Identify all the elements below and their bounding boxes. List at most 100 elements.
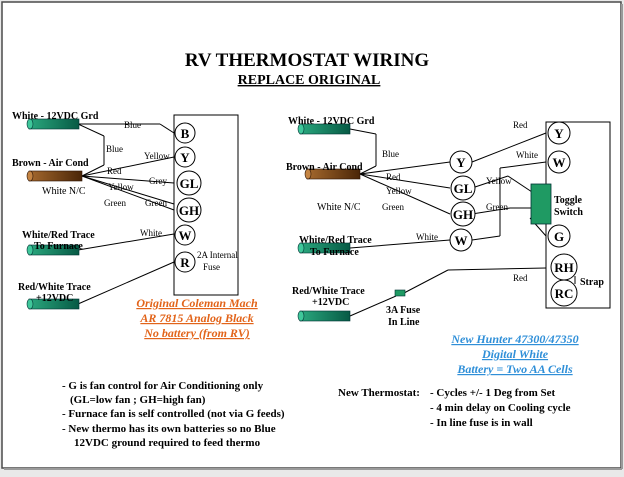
left-wire-white-grd-branch	[77, 123, 105, 137]
terminal-circle	[547, 121, 571, 145]
wire-label: White	[140, 228, 162, 238]
terminal-label: GL	[454, 181, 473, 196]
note-line: - Furnace fan is self controlled (not vi…	[62, 408, 285, 420]
left-source-whitered-1: White/Red Trace	[22, 230, 95, 241]
right-wire-white-to-w	[349, 239, 451, 249]
right-wire-ends	[297, 123, 552, 322]
right-source-whitered-2: To Furnace	[310, 247, 359, 258]
right-wire-blue-jumper-2	[359, 165, 377, 175]
new-source-terminals: Y GL GH W	[449, 150, 476, 252]
terminal-label: RC	[555, 286, 574, 301]
left-source-whitered-2: To Furnace	[34, 241, 83, 252]
note-line: - Cycles +/- 1 Deg from Set	[430, 387, 556, 399]
wire-label: Red	[513, 120, 528, 130]
original-model-line-3: No battery (from RV)	[143, 326, 249, 340]
right-source-white-grd: White - 12VDC Grd	[288, 116, 375, 127]
wire-label: White	[416, 232, 438, 242]
terminal-label: GH	[453, 207, 473, 222]
original-model-notes: Original Coleman Mach AR 7815 Analog Bla…	[136, 296, 258, 340]
right-wire-to-gl	[359, 173, 451, 189]
right-wire-white-grd	[349, 128, 377, 135]
right-wire-gl-yellow-2	[507, 175, 533, 193]
inline-fuse-label-1: 3A Fuse	[386, 305, 421, 316]
left-wire-white-grd-to-b-end	[159, 123, 175, 134]
terminal-circle	[450, 201, 476, 227]
terminal-circle	[174, 122, 196, 144]
terminal-circle	[174, 224, 196, 246]
wire-label: Green	[486, 202, 508, 212]
toggle-label-1: Toggle	[554, 195, 583, 206]
note-line: - 4 min delay on Cooling cycle	[430, 402, 571, 414]
terminal-circle	[547, 150, 571, 174]
left-wire-white-to-w	[77, 233, 175, 251]
terminal-circle	[450, 175, 476, 201]
fuse-label-1: 2A Internal	[197, 250, 238, 260]
left-wire-green-to-gh	[81, 175, 175, 211]
terminal-circle	[550, 279, 578, 307]
toggle-switch	[530, 183, 552, 225]
right-source-redwhite-2: +12VDC	[312, 297, 349, 308]
wire-label: Yellow	[486, 176, 512, 186]
note-line: - G is fan control for Air Conditioning …	[62, 380, 264, 392]
left-wire-brown-ac-cap	[26, 170, 34, 182]
terminal-circle	[176, 170, 202, 196]
wire-label: Grey	[149, 176, 167, 186]
right-wire-w-to-w	[499, 161, 547, 169]
right-source-whitered-1: White/Red Trace	[299, 235, 372, 246]
right-wire-redwhite-2	[403, 269, 449, 294]
fuse-label-2: Fuse	[203, 262, 220, 272]
left-source-white-nc: White N/C	[42, 186, 86, 197]
wire-label: Blue	[382, 149, 399, 159]
wire-label: Yellow	[144, 151, 170, 161]
original-terminals: B Y GL GH W R	[174, 122, 202, 273]
wire-label: White	[516, 150, 538, 160]
new-model-line-3: Battery = Two AA Cells	[456, 362, 573, 376]
page-title: RV THERMOSTAT WIRING	[185, 50, 430, 71]
right-wire-whitered-cap	[297, 242, 305, 254]
wire-label: Green	[104, 198, 126, 208]
note-line: - New thermo has its own batteries so no…	[62, 423, 276, 435]
right-wire-gl-yellow	[471, 175, 509, 189]
left-source-redwhite-1: Red/White Trace	[18, 282, 91, 293]
left-source-redwhite-2: +12VDC	[36, 293, 73, 304]
original-labels: White - 12VDC Grd Brown - Air Cond White…	[12, 111, 99, 304]
left-wire-brown-ac	[28, 170, 83, 182]
right-wire-brown-cap	[304, 168, 312, 180]
wire-label: Red	[513, 273, 528, 283]
terminal-label: W	[553, 155, 566, 170]
right-wire-w	[471, 235, 501, 241]
terminal-label: Y	[180, 150, 190, 165]
note-line: 12VDC ground required to feed thermo	[74, 437, 261, 449]
new-model-line-1: New Hunter 47300/47350	[450, 332, 578, 346]
inline-fuse	[394, 289, 406, 297]
terminal-label: GL	[180, 176, 199, 191]
new-wire-labels: Red Blue White Red Yellow Yellow Green G…	[382, 120, 538, 283]
left-source-white-grd: White - 12VDC Grd	[12, 111, 99, 122]
new-thermostat-terminals: Y W G RH RC	[547, 121, 578, 307]
terminal-circle	[176, 197, 202, 223]
right-wire-red-to-rh	[447, 267, 547, 271]
new-labels: White - 12VDC Grd Brown - Air Cond White…	[286, 116, 604, 328]
inline-fuse-label-2: In Line	[388, 317, 420, 328]
terminal-label: GH	[179, 203, 199, 218]
left-wire-white-grd-cap	[26, 118, 34, 130]
terminal-circle	[449, 150, 473, 174]
right-wire-y-to-y	[471, 132, 547, 163]
wire-label: Red	[107, 166, 122, 176]
wire-label: Blue	[124, 120, 141, 130]
terminal-circle	[547, 224, 571, 248]
toggle-label-2: Switch	[554, 207, 583, 218]
bottom-right-notes: New Thermostat: - Cycles +/- 1 Deg from …	[338, 387, 571, 429]
right-wire-to-y	[359, 161, 451, 175]
right-wire-gh-green	[471, 207, 511, 215]
left-wire-redwhite-cap	[26, 298, 34, 310]
right-wire-redwhite-cap	[297, 310, 305, 322]
wire-label: Red	[386, 172, 401, 182]
right-wire-redwhite-end	[299, 310, 351, 322]
terminal-label: W	[179, 228, 192, 243]
left-wire-whitered-cap	[26, 244, 34, 256]
terminal-label: Y	[456, 155, 466, 170]
terminal-label: B	[181, 126, 190, 141]
wire-label: Green	[145, 198, 167, 208]
page-frame	[1, 1, 622, 469]
